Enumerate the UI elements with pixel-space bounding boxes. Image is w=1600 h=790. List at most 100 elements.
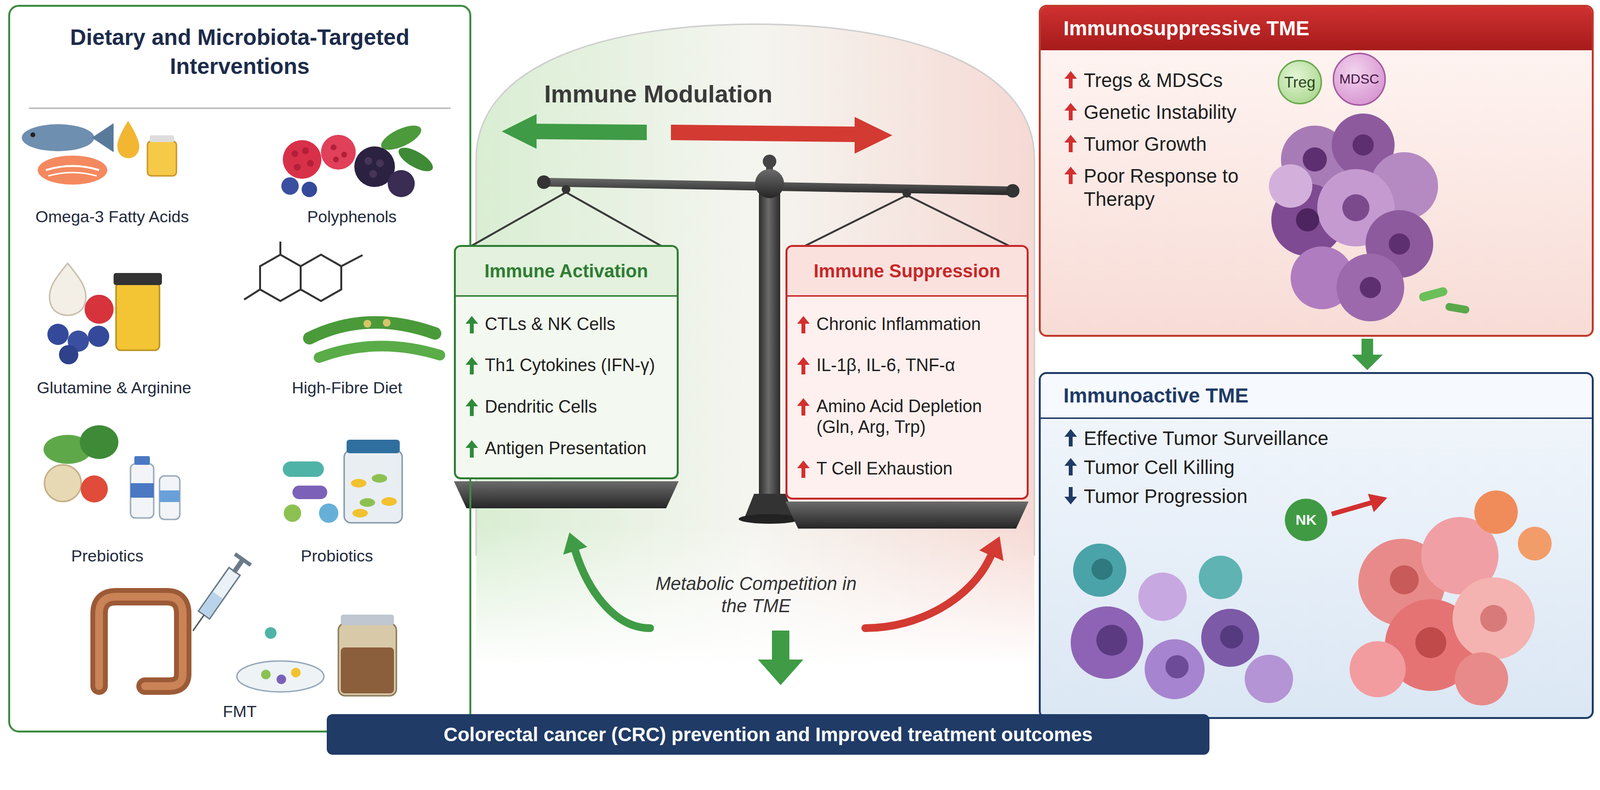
balance-scale [471, 192, 567, 247]
list-row: Tumor Progression [1063, 484, 1354, 509]
trend-arrow [797, 357, 810, 375]
prebiotic-icon [130, 464, 154, 519]
outcome-banner: Colorectal cancer (CRC) prevention and I… [326, 714, 1210, 756]
trend-arrow [1064, 102, 1077, 121]
trend-arrow [796, 397, 811, 417]
amino-acid-icon [47, 263, 162, 365]
berries-icon [293, 163, 301, 171]
list-item: CTLs & NK Cells [484, 313, 670, 335]
amino-acid-icon [47, 323, 69, 346]
trend-arrow [464, 439, 480, 459]
list-row: Antigen Presentation [464, 437, 670, 459]
box-heading: Dietary and Microbiota-Targeted Interven… [65, 23, 414, 82]
label-holder: Probiotics [300, 546, 373, 567]
fish-oil-icon [45, 166, 100, 171]
icon-label: FMT [222, 701, 257, 722]
flow-arrow [1352, 338, 1383, 371]
fmt-icon [192, 615, 204, 632]
competition-arrow [757, 659, 804, 686]
amino-acid-icon [49, 263, 86, 316]
label-holder: Immune Modulation [544, 79, 773, 109]
trend-arrow [465, 440, 479, 458]
item-list: Chronic InflammationIL-1β, IL-6, TNF-αAm… [787, 296, 1027, 498]
prebiotic-icon [159, 490, 180, 503]
fmt-icon [199, 592, 223, 618]
activation-box: Immune ActivationCTLs & NK CellsTh1 Cyto… [453, 245, 679, 480]
trend-arrow [796, 459, 811, 480]
immune-attack-illustration [1349, 641, 1406, 698]
label-holder: NK [1295, 511, 1317, 529]
fish-oil-icon [149, 135, 175, 143]
probiotic-icon [282, 461, 324, 478]
list-row: Chronic Inflammation [796, 313, 1019, 335]
list-row: Effective Tumor Surveillance [1063, 426, 1354, 451]
fibre-icon [363, 320, 372, 328]
list-item: Tumor Growth [1083, 132, 1272, 156]
berries-icon [291, 150, 299, 158]
berries-icon [281, 177, 299, 195]
list-item: T Cell Exhaustion [816, 458, 1019, 480]
immune-attack-illustration [1284, 498, 1328, 542]
tme-panel: Immunosuppressive TMETregs & MDSCsGeneti… [1038, 4, 1594, 337]
tumor-illustration [1295, 208, 1320, 232]
immune-attack-illustration [1415, 627, 1447, 659]
amino-acid-icon [116, 282, 160, 351]
fmt-icon [233, 552, 252, 567]
immune-attack-illustration [1452, 577, 1535, 660]
fmt-icon [99, 552, 397, 697]
cell-label: MDSC [1339, 71, 1380, 88]
tumor-illustration [1359, 276, 1382, 299]
fibre-icon [279, 241, 282, 255]
probiotic-icon [344, 450, 403, 524]
fmt-icon [236, 661, 324, 693]
list-item: Effective Tumor Surveillance [1083, 426, 1354, 451]
fmt-icon [276, 674, 287, 685]
prebiotic-icon [79, 425, 119, 460]
balance-scale [537, 175, 551, 190]
immune-attack-illustration [1389, 565, 1419, 595]
prebiotic-icon [134, 456, 150, 466]
immune-attack-illustration [1517, 526, 1552, 561]
fish-oil-icon [21, 120, 177, 185]
fibre-icon [260, 254, 301, 302]
berries-icon [320, 134, 356, 170]
amino-acid-icon [84, 294, 114, 324]
trend-arrow [1064, 458, 1077, 476]
trend-arrow [464, 397, 480, 418]
immune-attack-illustration [1220, 625, 1244, 649]
prebiotic-icon [80, 475, 108, 503]
probiotic-icon [346, 439, 400, 454]
tumor-illustration [1268, 113, 1470, 322]
fibre-icon [382, 319, 391, 327]
trend-arrow [1064, 166, 1077, 185]
immune-attack-illustration [1454, 652, 1509, 706]
arrow-head [1352, 354, 1383, 371]
trend-arrow [1063, 133, 1078, 154]
competition-arrow [771, 630, 790, 661]
fibre-icon [341, 255, 363, 267]
fmt-icon [290, 668, 301, 678]
panel-fill [29, 107, 451, 110]
probiotic-icon [350, 479, 367, 488]
label-holder: Glutamine & Arginine [36, 378, 191, 398]
trend-arrow [1063, 486, 1078, 506]
immune-attack-illustration [1201, 609, 1260, 668]
probiotic-icon [282, 439, 403, 524]
fmt-icon [340, 647, 394, 694]
trend-arrow [797, 316, 810, 334]
fibre-icon [309, 322, 436, 339]
suppression-box: Immune SuppressionChronic InflammationIL… [785, 245, 1029, 500]
fmt-icon [185, 552, 252, 637]
list-item: Tumor Progression [1083, 484, 1354, 509]
trend-arrow [1063, 457, 1078, 477]
balance-scale [561, 185, 571, 194]
berries-icon [282, 140, 322, 179]
list-row: Amino Acid Depletion (Gln, Arg, Trp) [796, 395, 1019, 438]
competition-arrow [575, 551, 651, 629]
box-heading: Immune Activation [455, 247, 677, 297]
immune-attack-illustration [1198, 555, 1243, 600]
list-item: Dendritic Cells [484, 396, 670, 418]
trend-arrow [796, 315, 811, 335]
immune-attack-illustration [1480, 605, 1508, 633]
